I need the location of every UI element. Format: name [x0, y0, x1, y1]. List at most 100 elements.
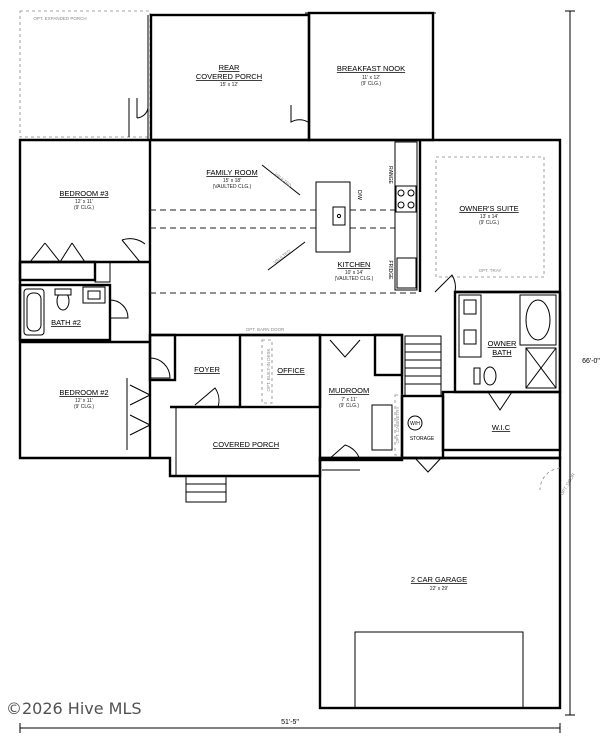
bath2-tub — [23, 288, 45, 336]
range-burner — [397, 201, 405, 209]
family-room-ceiling: (VAULTED CLG.) — [213, 184, 252, 190]
kitchen-size: 10' x 14' — [345, 270, 363, 276]
bath2-toilet-tank — [54, 288, 72, 296]
fridge-label: FRIDGE — [387, 261, 393, 281]
owners-suite-size: 13' x 14' — [480, 214, 498, 220]
foyer-label: FOYER — [194, 365, 220, 374]
wic-label: W.I.C — [492, 423, 511, 432]
vaulted-label-2: VAULTED — [273, 248, 293, 265]
garage-optional-door-note: OPT. DOOR — [559, 472, 576, 497]
mudroom-ceiling: (9' CLG.) — [339, 403, 359, 409]
overall-width-dimension: 51'-5" — [281, 719, 299, 726]
front-steps — [185, 475, 227, 503]
rear-porch-size: 15' x 12' — [220, 82, 238, 88]
vaulted-arrow-2 — [267, 241, 306, 271]
storage-door-swing — [414, 457, 442, 473]
bedroom2-label: BEDROOM #2 — [59, 388, 108, 397]
bedroom3-size: 12' x 11' — [75, 199, 93, 205]
range-burner — [407, 189, 415, 197]
rear-porch-door-swing — [290, 105, 309, 123]
optional-tray-outline — [435, 156, 545, 278]
bedroom2-size: 12' x 11' — [75, 398, 93, 404]
owner-sink-1 — [463, 299, 477, 315]
kitchen-ceiling: (VAULTED CLG.) — [335, 276, 374, 282]
vaulted-arrow-1 — [261, 164, 301, 196]
bath2-sink — [87, 290, 101, 300]
optional-expanded-porch-note: OPT. EXPANDED PORCH — [33, 16, 86, 21]
owner-vanity — [458, 294, 482, 358]
breakfast-nook-ceiling: (9' CLG.) — [361, 81, 381, 87]
shower-x-2 — [525, 347, 557, 389]
owners-door-swing — [434, 274, 456, 293]
storage-walls — [400, 394, 445, 460]
family-room-size: 15' x 18' — [223, 178, 241, 184]
fridge — [396, 257, 417, 289]
mudroom-closet — [373, 333, 404, 377]
bedroom2-door-swing — [149, 357, 171, 379]
garage-optional-door — [539, 467, 561, 491]
mudroom-label: MUDROOM — [329, 386, 369, 395]
owner-bath-label-2: BATH — [492, 348, 511, 357]
owner-sink-2 — [463, 329, 477, 345]
mudroom-size: 7' x 11' — [341, 397, 356, 403]
range-label: RANGE — [387, 166, 393, 184]
water-heater-label: W/H — [410, 421, 420, 427]
range-burner — [407, 201, 415, 209]
owner-tub-inner — [525, 299, 551, 341]
bedroom2-ceiling: (9' CLG.) — [74, 404, 94, 410]
garage-size: 22' x 29' — [430, 586, 448, 592]
bedroom3-label: BEDROOM #3 — [59, 189, 108, 198]
bath2-tub-inner — [26, 292, 42, 332]
owner-toilet-tank — [473, 367, 481, 385]
rear-porch-side-door-swing — [128, 98, 149, 137]
bedroom3-closet-doors — [29, 242, 86, 263]
barn-door-note: OPT. BARN DOOR — [246, 327, 285, 332]
stair-treads — [405, 343, 441, 385]
bath2-label: BATH #2 — [51, 318, 81, 327]
hall-linen-closet — [94, 261, 111, 283]
island-sink — [332, 206, 346, 226]
bath2-door-swing — [109, 299, 129, 319]
wic-walls — [441, 390, 562, 452]
rear-porch-label-1: REAR — [219, 63, 240, 72]
foyer-door-swing — [194, 387, 220, 408]
owner-toilet — [483, 366, 497, 386]
stairs — [404, 335, 442, 397]
storage-label: STORAGE — [410, 436, 435, 442]
bedroom3-closet — [18, 260, 97, 282]
mudroom-bench — [371, 404, 393, 451]
wic-door-swing — [487, 391, 513, 411]
bedroom3-door-swing — [121, 238, 146, 263]
island-faucet — [336, 213, 342, 219]
optional-tray-note: OPT. TRAY — [479, 268, 502, 273]
mls-watermark: ©2026 Hive MLS — [6, 699, 142, 718]
owners-suite-ceiling: (9' CLG.) — [479, 220, 499, 226]
bath2-vanity — [82, 286, 106, 304]
bath2-walls — [18, 283, 112, 342]
mudroom-door-swing — [329, 339, 361, 358]
optional-expanded-porch-outline — [19, 10, 151, 138]
built-in-desk-outline — [261, 339, 273, 404]
office-label: OFFICE — [277, 366, 305, 375]
range-burner — [397, 189, 405, 197]
owners-suite-label: OWNER'S SUITE — [459, 204, 518, 213]
bedroom3-ceiling: (9' CLG.) — [74, 205, 94, 211]
built-in-desk-note: OPT. BUILT-IN DESK — [266, 349, 271, 392]
kitchen-label: KITCHEN — [338, 260, 371, 269]
overall-height-dimension: 66'-0" — [582, 358, 600, 365]
owner-tub — [519, 294, 557, 346]
dw-label: D/W — [356, 190, 362, 200]
foyer-closet — [148, 333, 177, 382]
owner-bath-label-1: OWNER — [488, 339, 517, 348]
family-room-label: FAMILY ROOM — [206, 168, 257, 177]
rear-porch-label-2: COVERED PORCH — [196, 72, 262, 81]
optional-cabinetry-note: OPT. CABINETRY — [395, 407, 400, 444]
range — [395, 185, 417, 213]
bedroom2-closet-doors — [126, 378, 151, 450]
breakfast-nook-label: BREAKFAST NOOK — [337, 64, 405, 73]
vaulted-label-1: VAULTED — [274, 171, 293, 188]
covered-porch-label: COVERED PORCH — [213, 440, 279, 449]
garage-door — [354, 631, 524, 709]
garage-label: 2 CAR GARAGE — [411, 575, 467, 584]
